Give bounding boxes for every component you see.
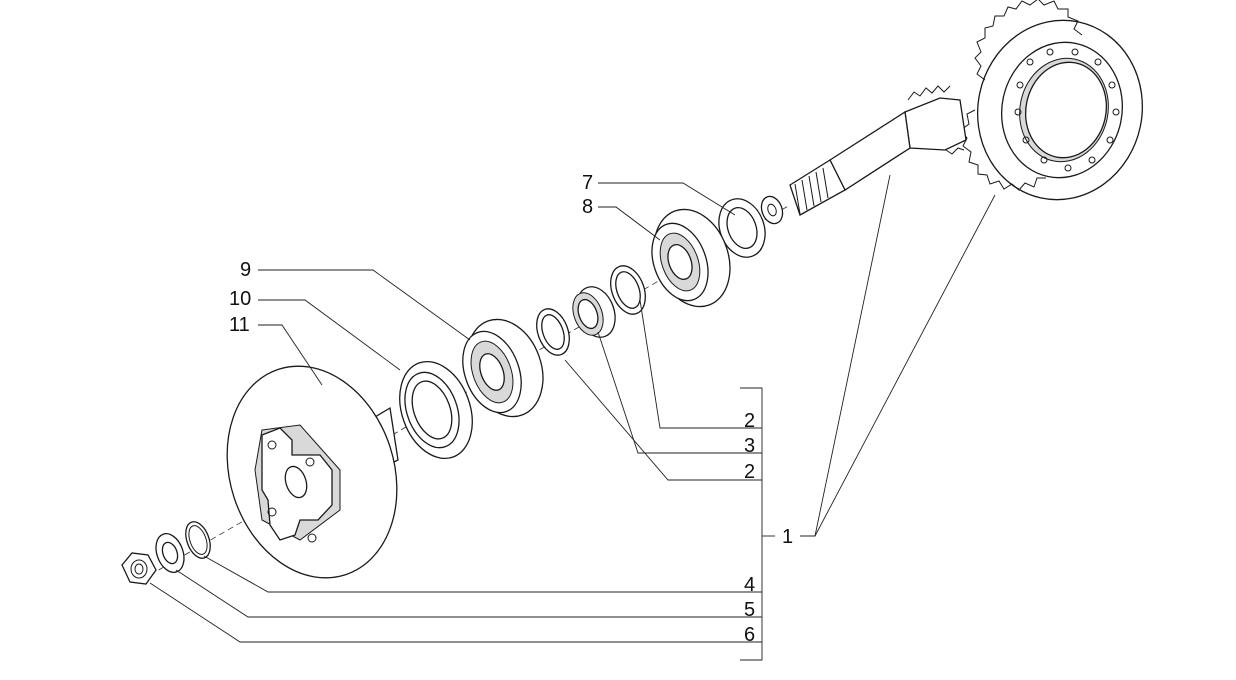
group-bracket [740,387,763,661]
label-8: 8 [582,196,593,218]
label-1: 1 [782,526,793,548]
pinion-shaft [760,85,967,225]
label-3: 3 [744,435,755,457]
label-2-upper: 2 [744,410,755,432]
nut-6 [121,552,157,585]
label-5: 5 [744,599,755,621]
label-2-lower: 2 [744,461,755,483]
o-ring-4 [185,521,211,559]
washer-7 [718,198,766,258]
label-7: 7 [582,172,593,194]
spacer-3 [572,286,616,338]
label-4: 4 [744,574,755,596]
label-10: 10 [229,288,251,310]
seal-10 [399,360,473,460]
label-11: 11 [229,314,250,336]
washer-5 [155,533,185,573]
leader-lines [149,174,996,661]
shim-2-lower [536,308,570,356]
label-9: 9 [240,259,251,281]
bearing-9 [462,318,544,418]
label-6: 6 [744,624,755,646]
shim-2-upper [610,265,646,315]
crown-gear [960,0,1144,201]
flange-11 [226,365,399,579]
bearing-8 [651,208,731,308]
